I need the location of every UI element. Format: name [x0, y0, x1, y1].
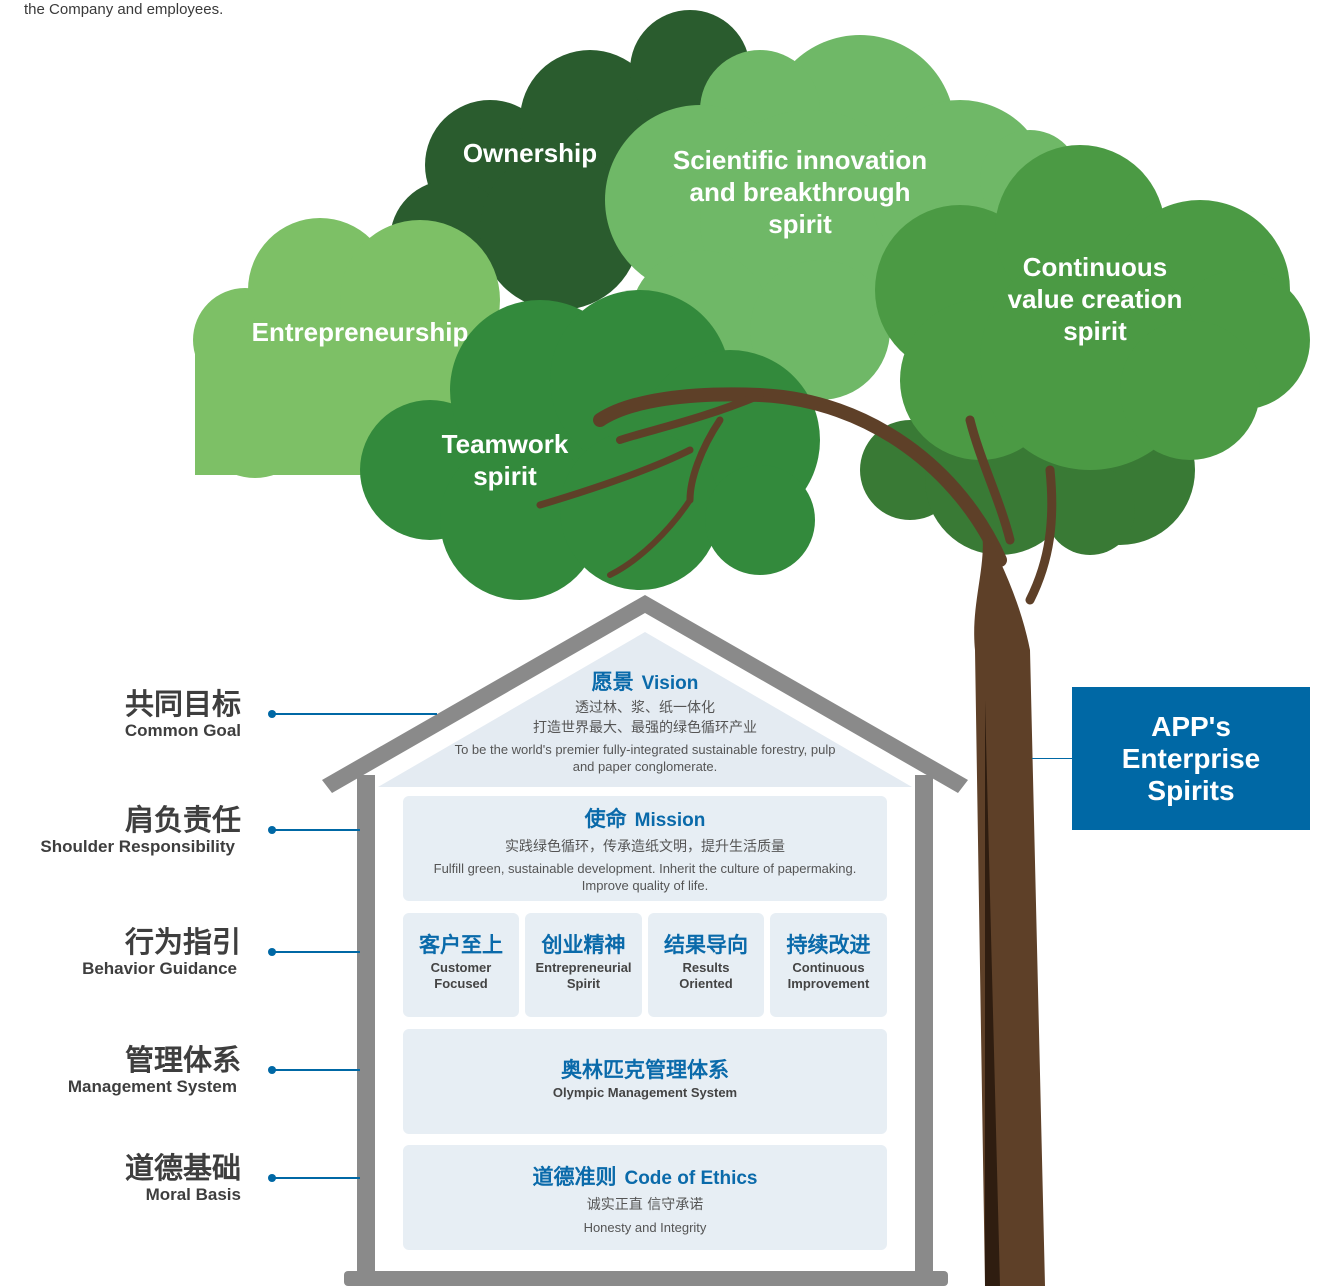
label-entrepreneurship: Entrepreneurship [251, 317, 469, 347]
value-en-line1: Results [682, 960, 730, 975]
level-zh: 肩负责任 [124, 803, 241, 837]
value-en-line1: Customer [430, 960, 492, 975]
house-left-wall [357, 775, 375, 1275]
vision-zh-line1: 透过林、浆、纸一体化 [575, 700, 715, 716]
level-zh: 共同目标 [124, 687, 241, 721]
house-roof [322, 595, 968, 793]
label-continuous: Continuous value creation spirit [990, 251, 1200, 347]
level-shoulder-responsibility: 肩负责任 Shoulder Responsibility [40, 803, 241, 857]
mission-en-line1: Fulfill green, sustainable development. … [433, 861, 857, 876]
value-en-line1: Entrepreneurial [535, 960, 632, 975]
house-right-wall [915, 775, 933, 1275]
trunk-shadow [985, 700, 1000, 1286]
intro-text: the Company and employees. [24, 1, 224, 18]
level-en: Behavior Guidance [82, 959, 237, 978]
vision-section: 愿景 Vision 透过林、浆、纸一体化 打造世界最大、最强的绿色循环产业 To … [425, 666, 865, 775]
house-floor [344, 1271, 948, 1286]
level-moral-basis: 道德基础 Moral Basis [125, 1151, 241, 1205]
level-line [272, 713, 437, 715]
mission-title-zh: 使命 [584, 807, 627, 831]
ethics-title-en: Code of Ethics [624, 1168, 758, 1189]
vision-title-zh: 愿景 [591, 670, 634, 694]
value-en-line2: Focused [434, 976, 488, 991]
label-teamwork: Teamwork spirit [420, 428, 590, 492]
level-line [272, 1177, 360, 1179]
spirits-line3: Spirits [1147, 774, 1235, 806]
label-continuous-line1: Continuous [1022, 252, 1168, 282]
mission-title-en: Mission [634, 810, 706, 831]
level-management-system: 管理体系 Management System [67, 1043, 241, 1097]
level-en: Common Goal [124, 721, 241, 740]
mission-zh: 实践绿色循环，传承造纸文明，提升生活质量 [505, 839, 785, 855]
label-continuous-line3: spirit [1063, 316, 1127, 346]
label-ownership: Ownership [462, 138, 598, 168]
value-continuous-improvement: 持续改进 Continuous Improvement [770, 913, 887, 1017]
ethics-zh: 诚实正直 信守承诺 [586, 1197, 704, 1213]
tree-branches [536, 387, 1057, 605]
value-en-line1: Continuous [792, 960, 865, 975]
vision-en-line2: and paper conglomerate. [572, 759, 718, 774]
label-scientific: Scientific innovation and breakthrough s… [650, 144, 950, 240]
vision-zh-line2: 打造世界最大、最强的绿色循环产业 [533, 720, 757, 736]
value-zh: 持续改进 [786, 933, 871, 957]
vision-title-en: Vision [641, 673, 699, 694]
label-teamwork-line2: spirit [473, 461, 537, 491]
level-line [272, 951, 360, 953]
management-panel: 奥林匹克管理体系 Olympic Management System [403, 1029, 887, 1134]
value-zh: 创业精神 [541, 933, 626, 957]
vision-title: 愿景 Vision [425, 666, 865, 696]
mission-en-line2: Improve quality of life. [581, 878, 709, 893]
tree-trunk [974, 520, 1045, 1286]
ethics-title: 道德准则 Code of Ethics [403, 1161, 887, 1191]
value-zh: 结果导向 [664, 933, 748, 957]
management-zh: 奥林匹克管理体系 [561, 1058, 729, 1082]
spirits-connector [1032, 758, 1072, 759]
level-line [272, 1069, 360, 1071]
level-en: Management System [67, 1077, 237, 1096]
value-en-line2: Spirit [566, 976, 601, 991]
vision-en-line1: To be the world's premier fully-integrat… [454, 742, 836, 757]
management-en: Olympic Management System [552, 1085, 738, 1100]
ethics-title-zh: 道德准则 [532, 1165, 617, 1189]
mission-panel: 使命 Mission 实践绿色循环，传承造纸文明，提升生活质量 Fulfill g… [403, 796, 887, 901]
level-en: Moral Basis [145, 1185, 241, 1204]
ethics-en: Honesty and Integrity [583, 1220, 707, 1235]
value-customer-focused: 客户至上 Customer Focused [403, 913, 519, 1017]
value-en-line2: Improvement [787, 976, 870, 991]
enterprise-spirits-box: APP's Enterprise Spirits [1072, 687, 1310, 830]
level-line [272, 829, 360, 831]
level-zh: 管理体系 [124, 1043, 241, 1077]
level-behavior-guidance: 行为指引 Behavior Guidance [82, 925, 241, 979]
value-zh: 客户至上 [419, 933, 503, 957]
label-teamwork-line1: Teamwork [441, 429, 569, 459]
value-en-line2: Oriented [679, 976, 733, 991]
level-zh: 道德基础 [124, 1151, 241, 1185]
label-scientific-line1: Scientific innovation [672, 145, 928, 175]
label-continuous-line2: value creation [1007, 284, 1183, 314]
level-en: Shoulder Responsibility [40, 837, 235, 856]
value-entrepreneurial-spirit: 创业精神 Entrepreneurial Spirit [525, 913, 642, 1017]
value-results-oriented: 结果导向 Results Oriented [648, 913, 764, 1017]
spirits-line2: Enterprise [1121, 742, 1261, 774]
continuous-canopy [875, 145, 1310, 470]
spirits-line1: APP's [1151, 710, 1231, 742]
mission-title: 使命 Mission [403, 803, 887, 833]
ethics-panel: 道德准则 Code of Ethics 诚实正直 信守承诺 Honesty and… [403, 1145, 887, 1250]
level-common-goal: 共同目标 Common Goal [125, 687, 241, 741]
level-zh: 行为指引 [124, 925, 241, 959]
label-scientific-line2: and breakthrough [689, 177, 911, 207]
label-scientific-line3: spirit [768, 209, 832, 239]
